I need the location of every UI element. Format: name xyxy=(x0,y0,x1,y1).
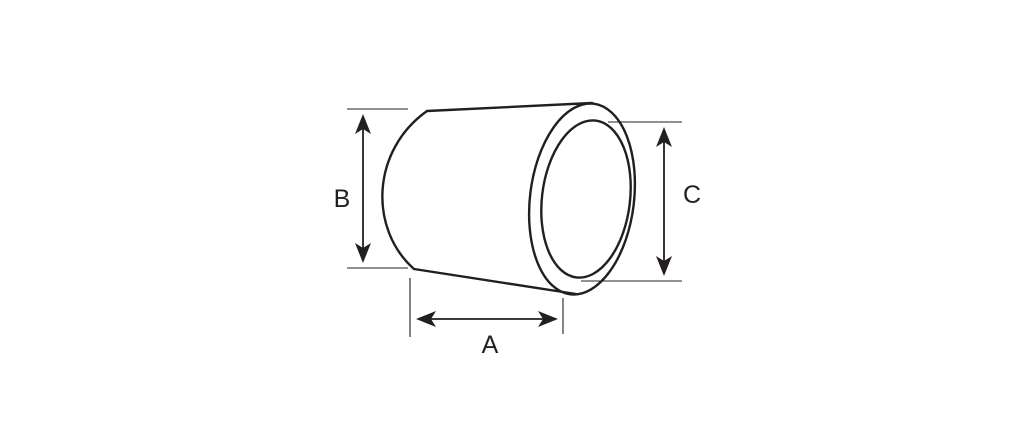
dimension-a: A xyxy=(409,278,564,359)
b-label: B xyxy=(334,185,351,213)
small-end-edge xyxy=(381,109,429,271)
dimension-c: C xyxy=(581,121,701,282)
b-arrow-down xyxy=(355,243,371,263)
dimension-b: B xyxy=(334,108,408,269)
top-edge xyxy=(425,101,594,113)
a-arrow-left xyxy=(416,311,436,327)
sleeve-body xyxy=(381,101,637,296)
c-label: C xyxy=(683,181,701,209)
large-end-inner-bore xyxy=(540,119,632,279)
bottom-edge xyxy=(412,267,578,296)
b-arrow-up xyxy=(355,114,371,134)
large-end-outer-rim xyxy=(527,102,637,296)
a-label: A xyxy=(482,331,499,359)
a-arrow-right xyxy=(538,311,558,327)
c-arrow-up xyxy=(656,127,672,147)
c-arrow-down xyxy=(656,256,672,276)
